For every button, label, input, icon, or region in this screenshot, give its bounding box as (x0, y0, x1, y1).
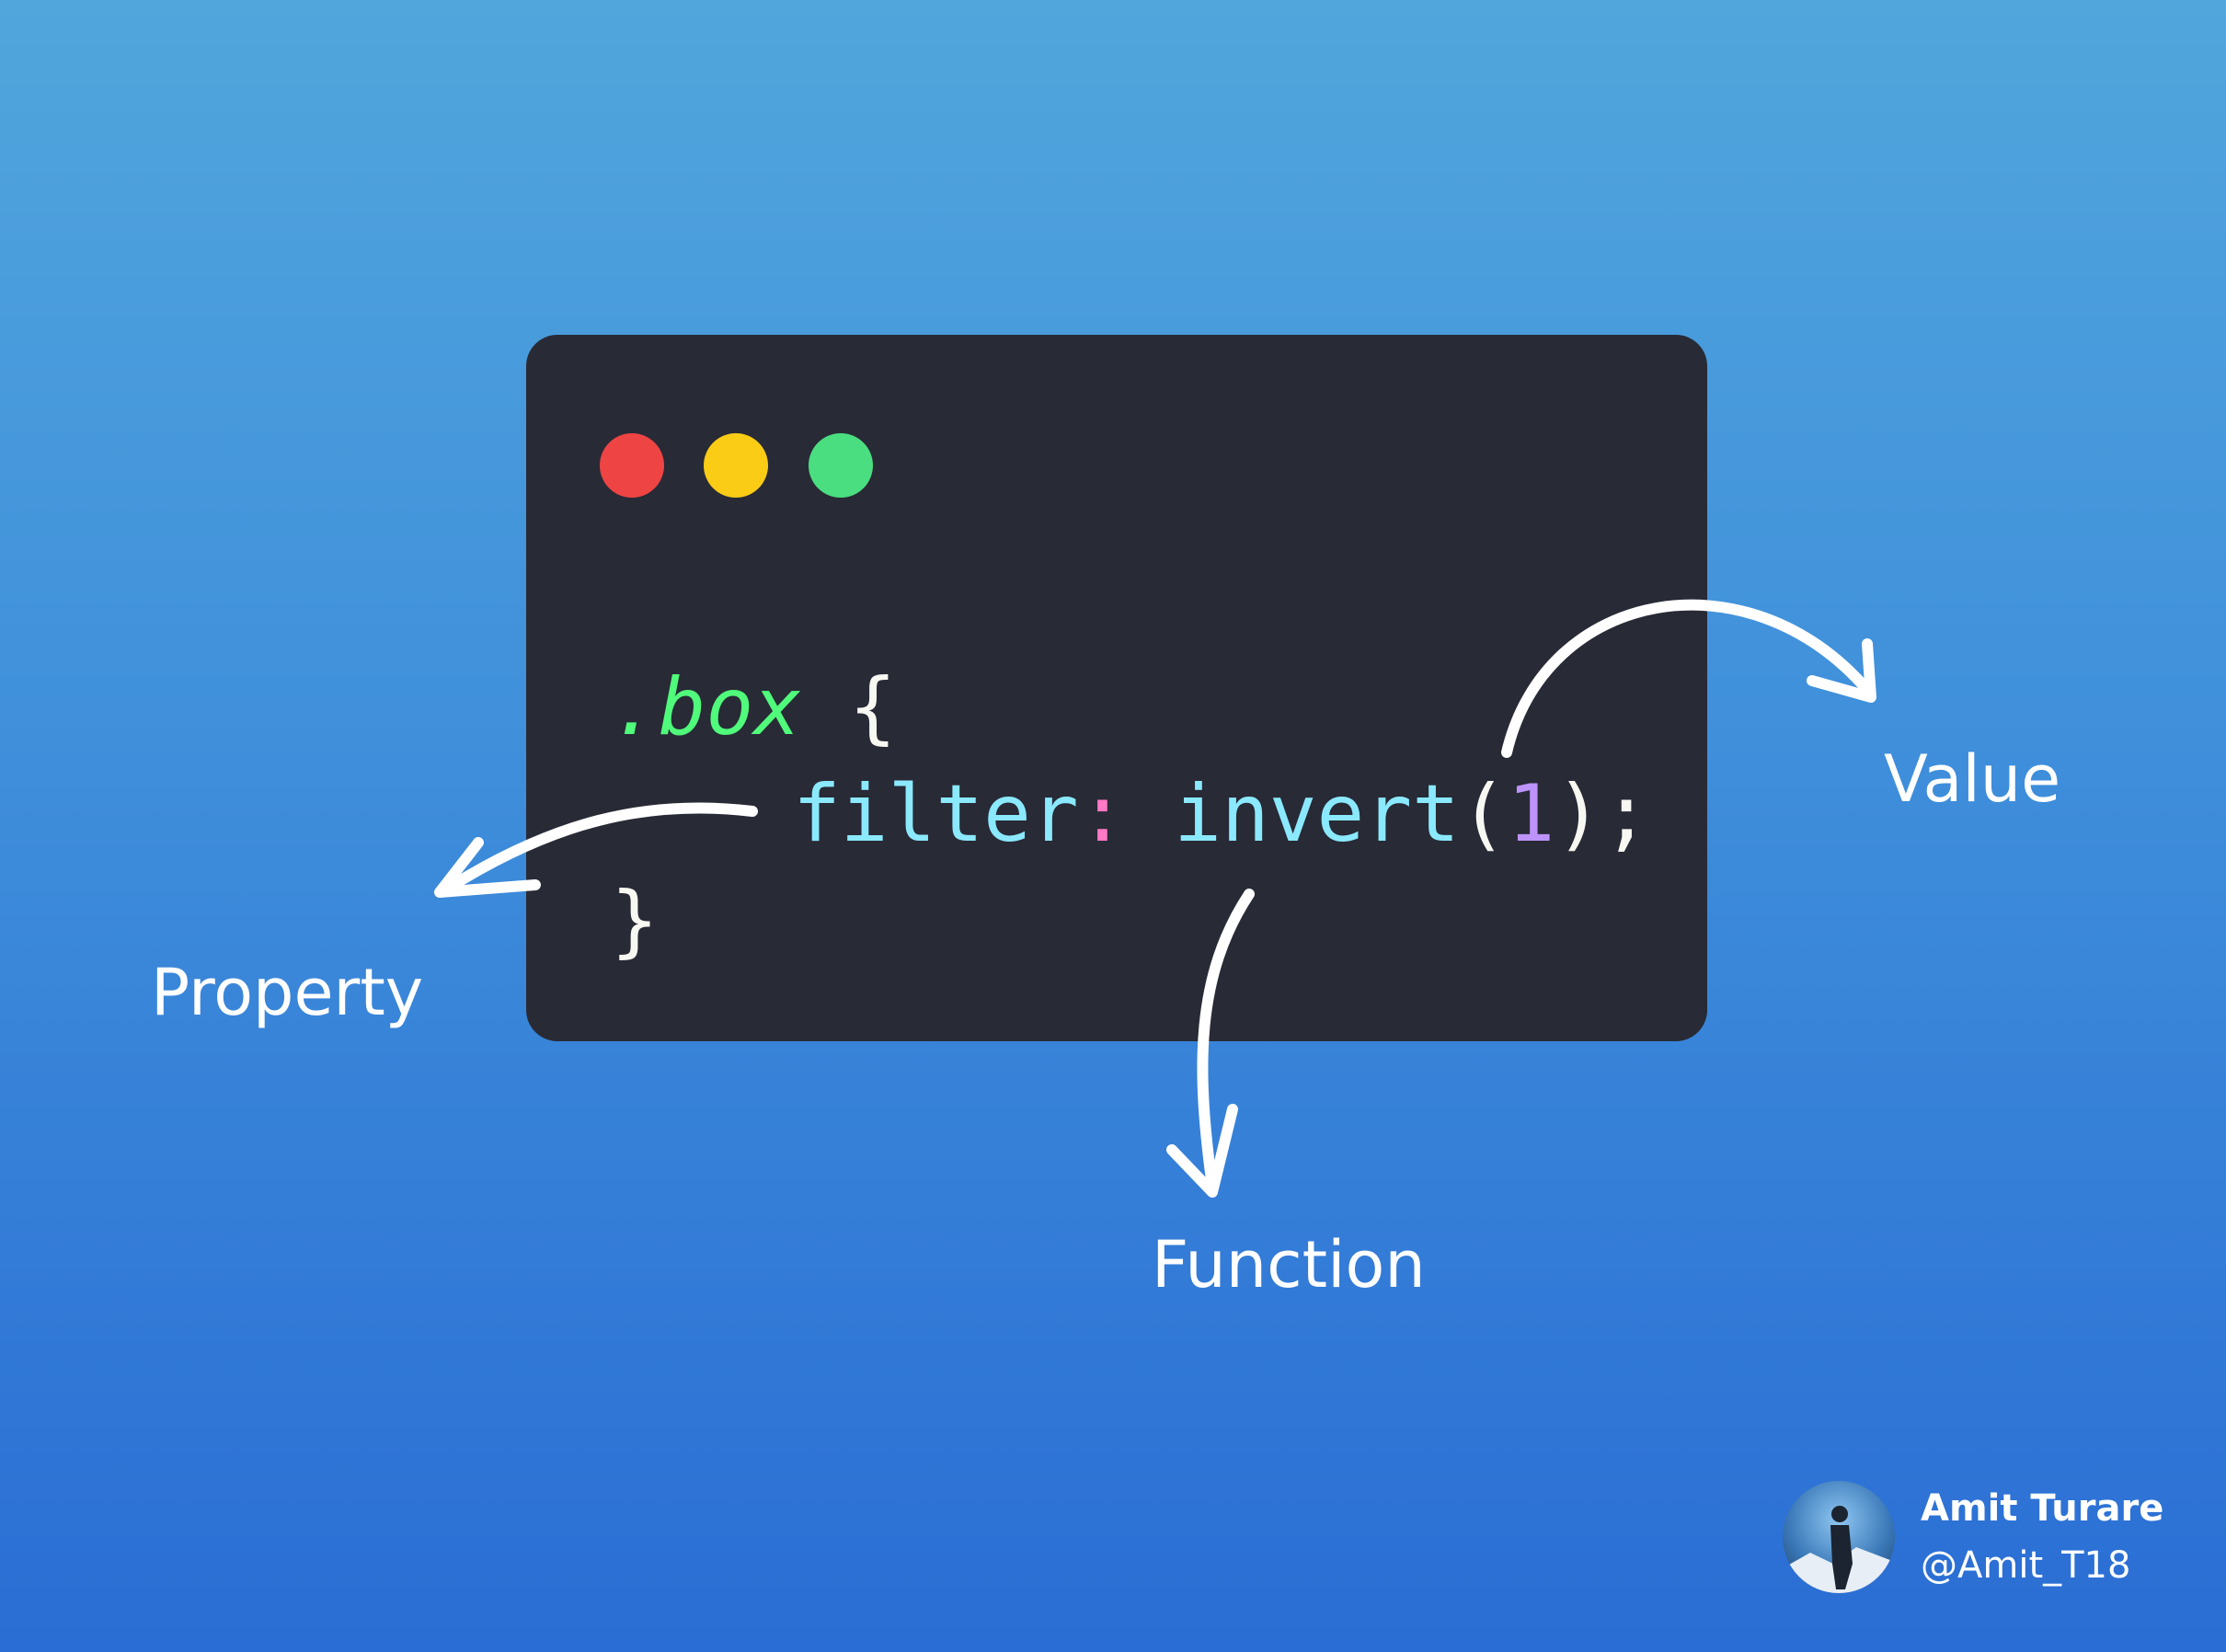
arrowhead-value (1807, 638, 1876, 703)
open-paren: ( (1459, 768, 1508, 860)
avatar (1783, 1481, 1895, 1593)
author-name: Amit Turare (1921, 1487, 2164, 1530)
arrowhead-function (1166, 1104, 1238, 1198)
person-icon (1783, 1506, 1895, 1593)
code-line-declaration: filter: invert(1); (793, 774, 1650, 854)
function-label: Function (1152, 1227, 1426, 1302)
value-label: Value (1884, 741, 2061, 817)
css-property: filter (793, 768, 1079, 860)
close-brace: } (611, 875, 659, 967)
close-paren-semicolon: ); (1555, 768, 1651, 860)
css-value: 1 (1507, 768, 1555, 860)
property-label: Property (151, 955, 424, 1030)
minimize-dot-icon (704, 433, 768, 498)
css-selector: .box (611, 661, 802, 753)
open-brace: { (801, 661, 897, 753)
code-line-close: } (611, 881, 659, 960)
code-line-selector: .box { (611, 668, 897, 747)
maximize-dot-icon (809, 433, 873, 498)
arrowhead-property (434, 837, 541, 898)
colon: : (1078, 768, 1127, 860)
css-function: invert (1126, 768, 1460, 860)
author-handle: @Amit_T18 (1921, 1544, 2131, 1587)
close-dot-icon (600, 433, 664, 498)
code-window: .box { filter: invert(1); } (526, 335, 1707, 1041)
